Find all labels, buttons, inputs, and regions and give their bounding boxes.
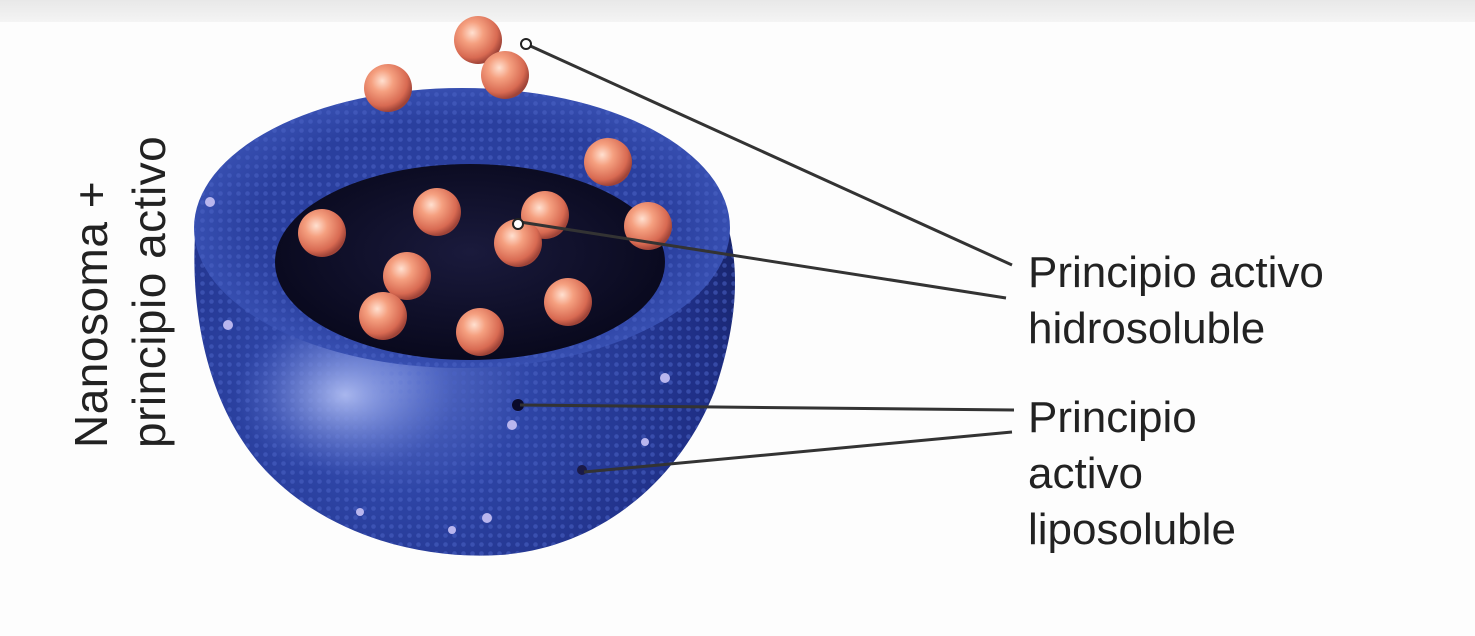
title-label: Nanosoma + principio activo xyxy=(62,68,178,448)
title-line-2: principio activo xyxy=(120,68,178,448)
callout-lipo-line-3: liposoluble xyxy=(1028,502,1236,558)
callout-lipo-line-2: activo xyxy=(1028,446,1236,502)
callout-liposoluble: Principio activo liposoluble xyxy=(1028,390,1236,558)
callout-hidrosoluble: Principio activo hidrosoluble xyxy=(1028,245,1324,357)
callout-hidro-line-1: Principio activo xyxy=(1028,245,1324,301)
callout-hidro-line-2: hidrosoluble xyxy=(1028,301,1324,357)
title-line-1: Nanosoma + xyxy=(62,68,120,448)
callout-lipo-line-1: Principio xyxy=(1028,390,1236,446)
